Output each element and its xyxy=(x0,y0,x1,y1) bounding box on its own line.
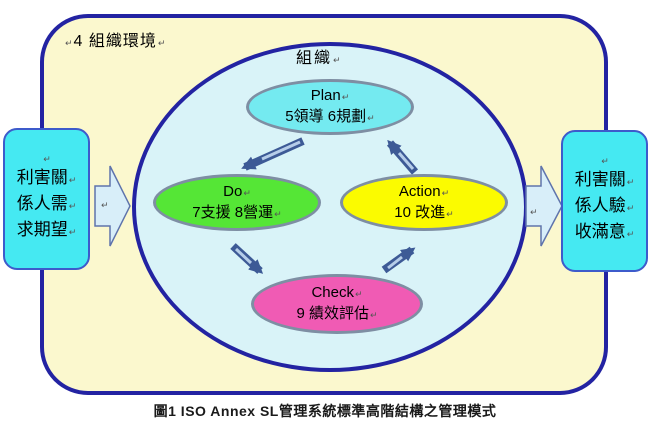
paragraph-mark: ↵ xyxy=(243,187,251,198)
paragraph-mark: ↵ xyxy=(441,187,450,198)
ellipse-check: Check↵ 9 績效評估↵ xyxy=(251,274,423,334)
input-line-2: 係人需↵ xyxy=(16,194,77,213)
paragraph-mark: ↵ xyxy=(354,289,363,299)
ellipse-action: Action↵ 10 改進↵ xyxy=(340,174,508,231)
paragraph-mark: ↵ xyxy=(68,227,77,237)
paragraph-mark: ↵ xyxy=(43,154,51,164)
paragraph-mark: ↵ xyxy=(157,38,167,48)
environment-label-text: 4 組織環境 xyxy=(73,33,157,50)
input-line-1: 利害關↵ xyxy=(16,168,77,187)
check-title: Check xyxy=(311,284,354,301)
plan-subtitle: 5領導 6規劃 xyxy=(285,108,367,125)
organization-label-text: 組織 xyxy=(296,50,333,67)
output-line-3: 收滿意↵ xyxy=(574,222,635,241)
output-line-2: 係人驗↵ xyxy=(574,196,635,215)
paragraph-mark: ↵ xyxy=(530,207,538,217)
paragraph-mark: ↵ xyxy=(626,229,635,239)
ellipse-do: Do↵ 7支援 8營運↵ xyxy=(153,174,321,231)
paragraph-mark: ↵ xyxy=(68,201,77,211)
paragraph-mark: ↵ xyxy=(367,113,375,123)
paragraph-mark: ↵ xyxy=(68,175,77,185)
arrow-plan-to-do-highlight xyxy=(261,140,301,161)
input-block-arrow xyxy=(94,165,131,247)
action-title: Action xyxy=(398,182,441,200)
arrow-do-to-check-highlight xyxy=(234,247,253,265)
do-subtitle: 7支援 8營運 xyxy=(192,203,274,221)
environment-label: ↵4 組織環境↵ xyxy=(64,27,166,51)
paragraph-mark: ↵ xyxy=(626,177,635,187)
paragraph-mark: ↵ xyxy=(333,55,343,65)
paragraph-mark: ↵ xyxy=(65,38,74,48)
paragraph-mark: ↵ xyxy=(101,200,109,210)
stakeholder-input-box: ↵ 利害關↵ 係人需↵ 求期望↵ xyxy=(3,128,90,270)
organization-label: 組織↵ xyxy=(296,44,343,68)
plan-title: Plan xyxy=(310,87,341,104)
input-line-3: 求期望↵ xyxy=(16,220,77,239)
paragraph-mark: ↵ xyxy=(601,156,609,166)
arrow-action-to-plan-highlight xyxy=(397,152,415,170)
stakeholder-output-box: ↵ 利害關↵ 係人驗↵ 收滿意↵ xyxy=(561,130,648,272)
action-subtitle: 10 改進 xyxy=(394,203,446,221)
do-title: Do xyxy=(223,182,243,200)
output-block-arrow xyxy=(525,165,563,247)
paragraph-mark: ↵ xyxy=(369,310,378,320)
arrow-check-to-action-highlight xyxy=(387,255,403,270)
check-subtitle: 9 績效評估 xyxy=(296,305,369,322)
ellipse-plan: Plan↵ 5領導 6規劃↵ xyxy=(246,79,414,135)
output-line-1: 利害關↵ xyxy=(574,170,635,189)
paragraph-mark: ↵ xyxy=(446,208,454,219)
paragraph-mark: ↵ xyxy=(341,92,350,102)
paragraph-mark: ↵ xyxy=(626,203,635,213)
figure-caption: 圖1 ISO Annex SL管理系統標準高階結構之管理模式 xyxy=(153,403,497,419)
paragraph-mark: ↵ xyxy=(274,208,282,219)
